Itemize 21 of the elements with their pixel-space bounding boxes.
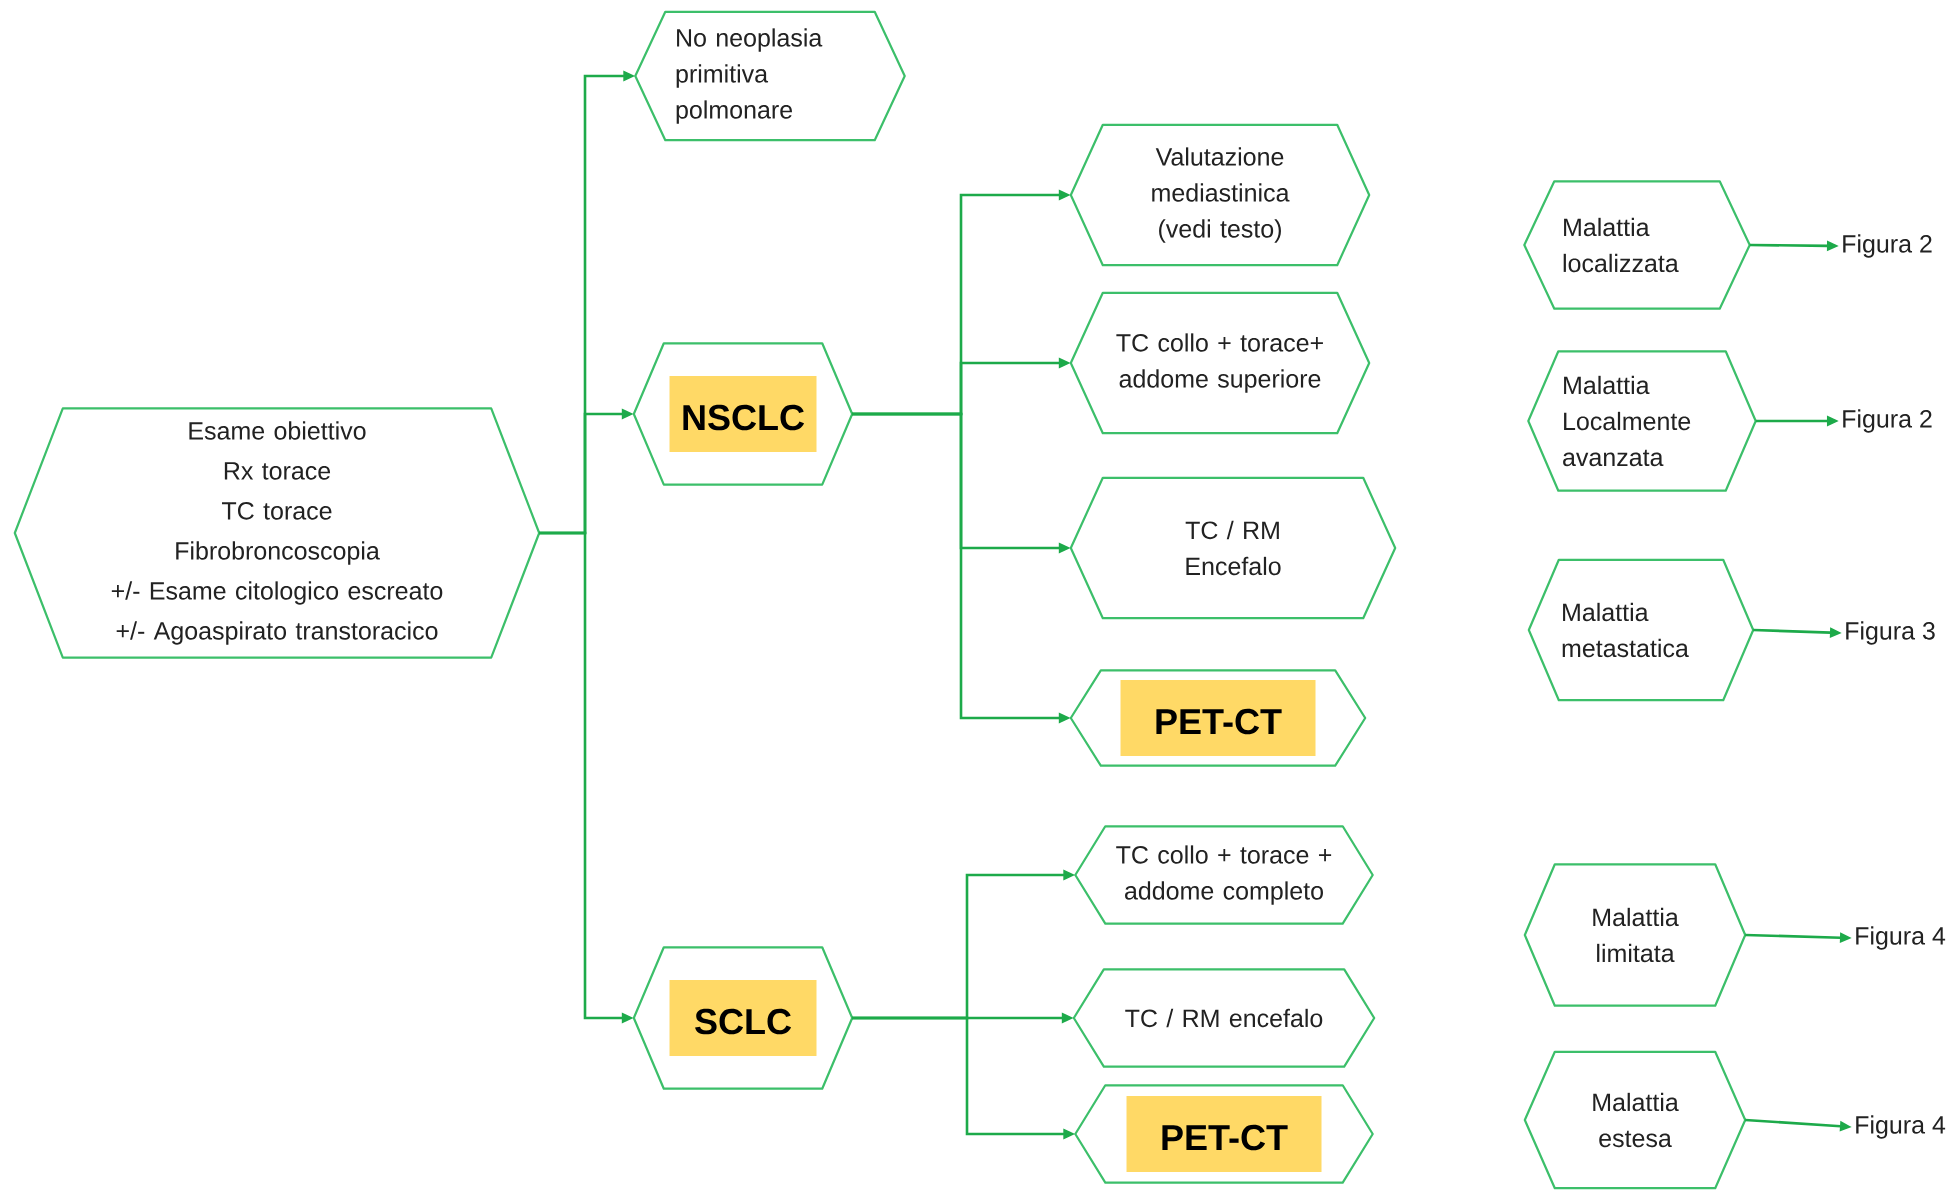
hexagon-box: Malattia limitata [1523,863,1747,1007]
highlighted-hexagon: SCLC [632,946,854,1090]
highlighted-hexagon: NSCLC [632,342,854,486]
figure-reference: Figura 3 [1846,621,1935,645]
figure-reference: Figura 2 [1843,409,1932,433]
highlighted-hexagon: PET-CT [1069,669,1367,767]
hexagon-box: Malattia localizzata [1523,180,1751,310]
figure-reference: Figura 4 [1856,1115,1946,1139]
hexagon-box: No neoplasia primitiva polmonare [634,10,906,142]
hexagon-box: Esame obiettivo Rx torace TC torace Fibrobroncoscopia +/- Esame citologico escreato +/- Agoaspirato transtoracico [13,407,541,659]
hexagon-box: Malattia estesa [1523,1050,1747,1190]
hexagon-box: TC / RM encefalo [1072,968,1376,1068]
figure-reference: Figura 4 [1856,926,1946,950]
highlighted-hexagon: PET-CT [1074,1084,1374,1184]
hexagon-box: TC collo + torace + addome completo [1074,825,1374,925]
hexagon-box: Valutazione mediastinica (vedi testo) [1069,123,1371,267]
hexagon-box: Malattia metastatica [1527,558,1755,702]
hexagon-box: TC collo + torace+ addome superiore [1069,291,1371,435]
figure-reference: Figura 2 [1843,234,1932,258]
hexagon-box: TC / RM Encefalo [1069,476,1397,620]
hexagon-box: Malattia Localmente avanzata [1527,350,1757,492]
